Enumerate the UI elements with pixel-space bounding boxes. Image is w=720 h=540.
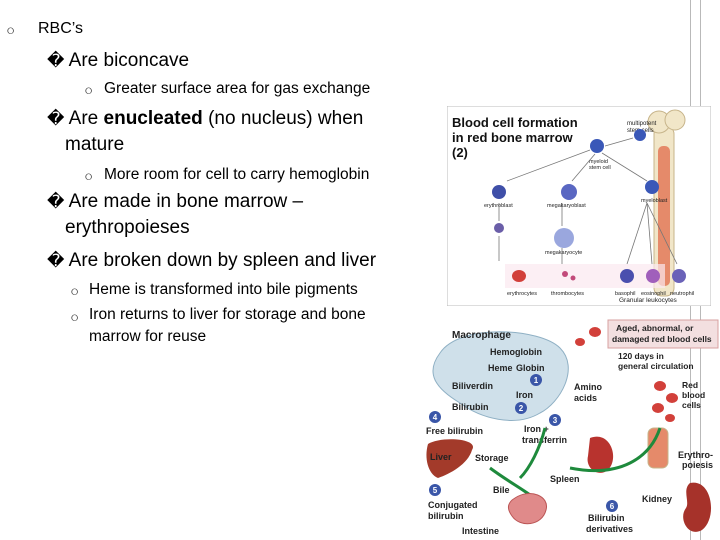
svg-text:4: 4: [433, 413, 438, 422]
svg-text:1: 1: [534, 376, 539, 385]
bullet-broken-down: � Are broken down by spleen and liver: [47, 250, 377, 271]
svg-text:3: 3: [553, 416, 558, 425]
label-globin: Globin: [516, 363, 545, 373]
bottom-panel: [505, 264, 665, 288]
label-megakaryocyte: megakaryocyte: [545, 250, 582, 256]
label-iron: Iron: [516, 390, 533, 400]
macrophage-icon: [432, 331, 569, 421]
heading: RBC’s: [38, 20, 84, 37]
megakaryoblast-icon: [561, 184, 577, 200]
stem-cell-icon: [634, 129, 646, 141]
svg-text:5: 5: [433, 486, 438, 495]
erythroblast-icon: [492, 185, 506, 199]
label-granular: Granular leukocytes: [619, 297, 678, 304]
square-bullet-icon: �: [47, 251, 65, 271]
label-bilirubin: Bilirubin: [452, 402, 489, 412]
svg-text:2: 2: [519, 404, 524, 413]
label-amino: Amino acids: [574, 382, 605, 403]
label-spleen: Spleen: [550, 474, 580, 484]
label-macrophage: Macrophage: [452, 330, 511, 341]
step-badges: 1 2 3 4 5 6: [429, 374, 618, 512]
kidney-icon: [683, 482, 712, 532]
megakaryocyte-icon: [554, 228, 574, 248]
label-intestine: Intestine: [462, 526, 499, 536]
square-bullet-icon: �: [47, 51, 65, 71]
bottom-labels: erythrocytes thrombocytes basophil eosin…: [507, 291, 694, 297]
label-kidney: Kidney: [642, 494, 672, 504]
label-aged: Aged, abnormal, or damaged red blood cel…: [612, 323, 712, 344]
lineage-arrows: [498, 137, 678, 265]
label-myeloblast: myeloblast: [641, 198, 668, 204]
label-erythroblast: erythroblast: [484, 203, 513, 209]
square-bullet-icon: �: [47, 192, 65, 212]
neutrophil-icon: [672, 269, 686, 283]
svg-text:6: 6: [610, 502, 615, 511]
label-liver: Liver: [430, 452, 452, 462]
square-bullet-icon: �: [47, 109, 65, 129]
label-free-bilirubin: Free bilirubin: [426, 426, 483, 436]
label-megakaryoblast: megakaryoblast: [547, 203, 586, 209]
sub-bullet-iron: Iron returns to liver for storage and bo…: [89, 306, 366, 323]
spleen-icon: [587, 436, 614, 473]
normoblast-icon: [494, 223, 504, 233]
blood-cell-formation-figure: Blood cell formation in red bone marrow …: [447, 106, 711, 306]
figure1-title: Blood cell formation in red bone marrow …: [452, 115, 581, 160]
label-120-days: 120 days in general circulation: [618, 351, 694, 371]
thrombocyte-icon: [562, 271, 568, 277]
myeloid-cell-icon: [590, 139, 604, 153]
label-bile: Bile: [493, 485, 510, 495]
label-hemoglobin: Hemoglobin: [490, 347, 542, 357]
label-myeloid: myeloid stem cell: [589, 159, 611, 171]
red-blood-cells-icon: [575, 327, 678, 422]
bullet-icon: ⭘: [71, 313, 79, 323]
sub-bullet-heme: Heme is transformed into bile pigments: [89, 281, 358, 298]
cycle-arrows: [489, 427, 662, 505]
label-conjugated: Conjugated bilirubin: [428, 500, 480, 521]
label-biliverdin: Biliverdin: [452, 381, 493, 391]
label-storage: Storage: [475, 453, 509, 463]
bullet-bone-marrow: � Are made in bone marrow –: [47, 191, 304, 212]
bone-icon: [647, 109, 686, 297]
erythrocyte-icon: [512, 270, 526, 282]
bullet-enucleated: � Are enucleated (no nucleus) when: [47, 108, 364, 129]
bullet-icon: ⭘: [85, 172, 93, 182]
bullet-icon: ⭘: [7, 26, 15, 36]
eosinophil-icon: [646, 269, 660, 283]
bullet-icon: ⭘: [85, 86, 93, 96]
sub-bullet-hemoglobin-room: More room for cell to carry hemoglobin: [104, 166, 370, 183]
label-iron-transferrin: Iron + transferrin: [522, 424, 567, 445]
rbc-recycling-figure: Macrophage Aged, abnormal, or damaged re…: [426, 319, 719, 536]
liver-icon: [426, 439, 474, 478]
basophil-icon: [620, 269, 634, 283]
myeloblast-icon: [645, 180, 659, 194]
sub-bullet-iron-cont: marrow for reuse: [89, 328, 207, 345]
label-heme: Heme: [488, 363, 513, 373]
label-bilirubin-derivatives: Bilirubin derivatives: [586, 513, 633, 534]
bullet-bone-marrow-cont: erythropoieses: [65, 217, 190, 238]
aged-cells-box: [607, 319, 719, 349]
bullet-enucleated-cont: mature: [65, 134, 125, 155]
bullet-icon: ⭘: [71, 287, 79, 297]
bullet-biconcave: � Are biconcave: [47, 50, 190, 71]
thrombocyte-icon: [570, 275, 576, 281]
sub-bullet-surface-area: Greater surface area for gas exchange: [104, 80, 371, 97]
label-rbc: Red blood cells: [682, 380, 708, 410]
label-erythropoiesis: Erythro- poiesis: [678, 450, 716, 470]
intestine-icon: [507, 493, 547, 525]
